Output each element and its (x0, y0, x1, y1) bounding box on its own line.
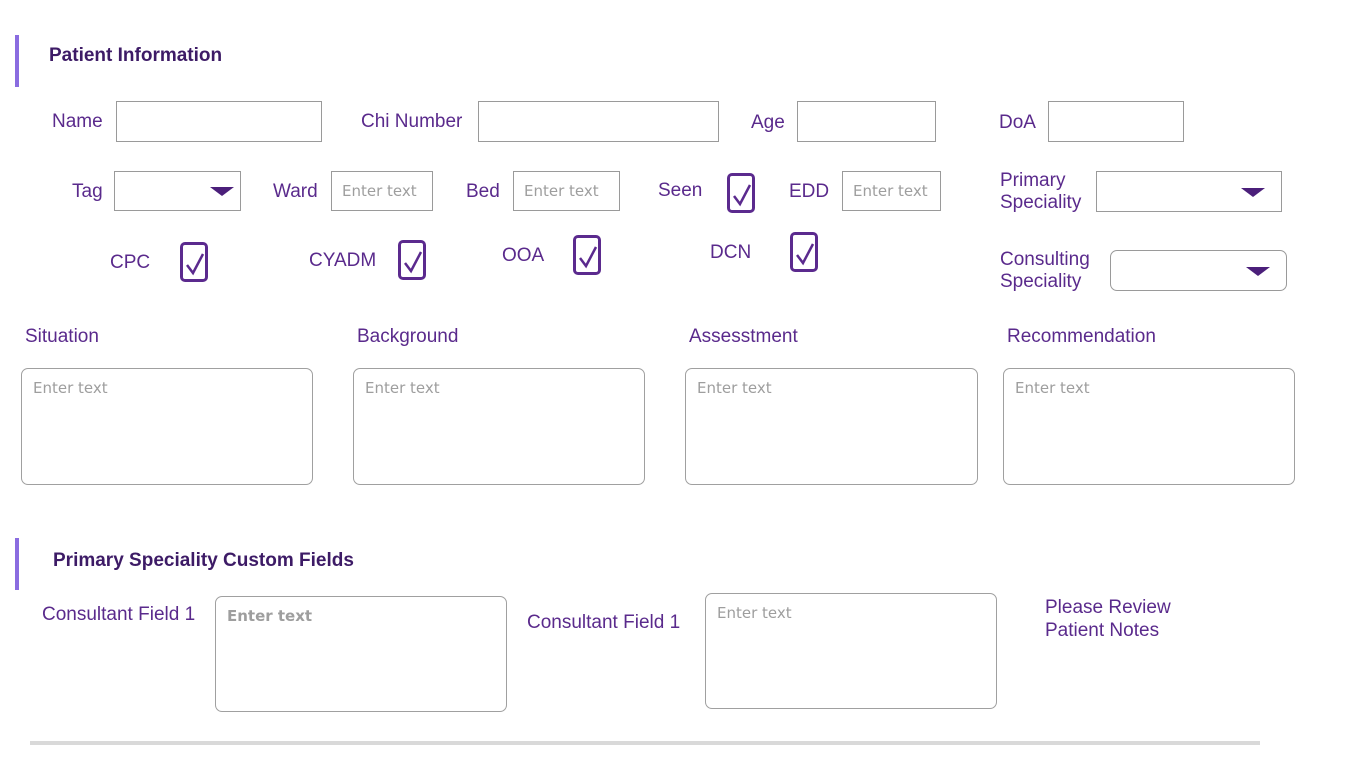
custom-fields-title: Primary Speciality Custom Fields (53, 550, 354, 571)
age-input[interactable] (797, 101, 936, 142)
primary-speciality-label-line1: Primary (1000, 170, 1066, 191)
primary-speciality-select[interactable] (1096, 171, 1282, 212)
consultant-field-1-textarea[interactable] (215, 596, 507, 712)
caret-down-icon (1246, 266, 1270, 276)
situation-label: Situation (25, 326, 99, 347)
cyadm-label: CYADM (309, 250, 377, 271)
ward-input[interactable] (331, 171, 433, 211)
ward-label: Ward (273, 181, 318, 202)
checkmark-icon (186, 253, 205, 276)
patient-information-title: Patient Information (49, 45, 223, 66)
cpc-label: CPC (110, 252, 151, 273)
dcn-checkbox[interactable] (790, 232, 818, 272)
consultant-field-2-textarea[interactable] (705, 593, 997, 709)
review-notice-line1: Please Review (1045, 597, 1171, 618)
seen-label: Seen (658, 180, 703, 201)
checkmark-icon (733, 184, 752, 207)
ooa-label: OOA (502, 245, 545, 266)
background-textarea[interactable] (353, 368, 645, 485)
consultant-field-1-label: Consultant Field 1 (42, 604, 196, 625)
name-label: Name (52, 111, 103, 132)
consulting-speciality-label-line2: Speciality (1000, 271, 1082, 292)
chi-number-label: Chi Number (361, 111, 463, 132)
section-accent-bar (15, 35, 19, 87)
tag-label: Tag (72, 181, 103, 202)
recommendation-label: Recommendation (1007, 326, 1156, 347)
consultant-field-2-label: Consultant Field 1 (527, 612, 681, 633)
assessment-textarea[interactable] (685, 368, 978, 485)
caret-down-icon (1241, 187, 1265, 197)
ooa-checkbox[interactable] (573, 235, 601, 275)
checkmark-icon (404, 251, 423, 274)
age-label: Age (751, 112, 785, 133)
consulting-speciality-select[interactable] (1110, 250, 1287, 291)
checkmark-icon (579, 246, 598, 269)
doa-input[interactable] (1048, 101, 1184, 142)
edd-input[interactable] (842, 171, 941, 211)
caret-down-icon (210, 187, 234, 196)
assessment-label: Assesstment (689, 326, 798, 347)
primary-speciality-label-line2: Speciality (1000, 192, 1082, 213)
review-notice-line2: Patient Notes (1045, 620, 1160, 641)
tag-select[interactable] (114, 171, 241, 211)
cyadm-checkbox[interactable] (398, 240, 426, 280)
consulting-speciality-label-line1: Consulting (1000, 249, 1090, 270)
section-accent-bar (15, 538, 19, 590)
bottom-divider (30, 741, 1260, 745)
doa-label: DoA (999, 112, 1036, 133)
situation-textarea[interactable] (21, 368, 313, 485)
edd-label: EDD (789, 181, 830, 202)
recommendation-textarea[interactable] (1003, 368, 1295, 485)
dcn-label: DCN (710, 242, 752, 263)
bed-label: Bed (466, 181, 500, 202)
name-input[interactable] (116, 101, 322, 142)
chi-number-input[interactable] (478, 101, 719, 142)
seen-checkbox[interactable] (727, 173, 755, 213)
background-label: Background (357, 326, 459, 347)
checkmark-icon (796, 243, 815, 266)
cpc-checkbox[interactable] (180, 242, 208, 282)
bed-input[interactable] (513, 171, 620, 211)
